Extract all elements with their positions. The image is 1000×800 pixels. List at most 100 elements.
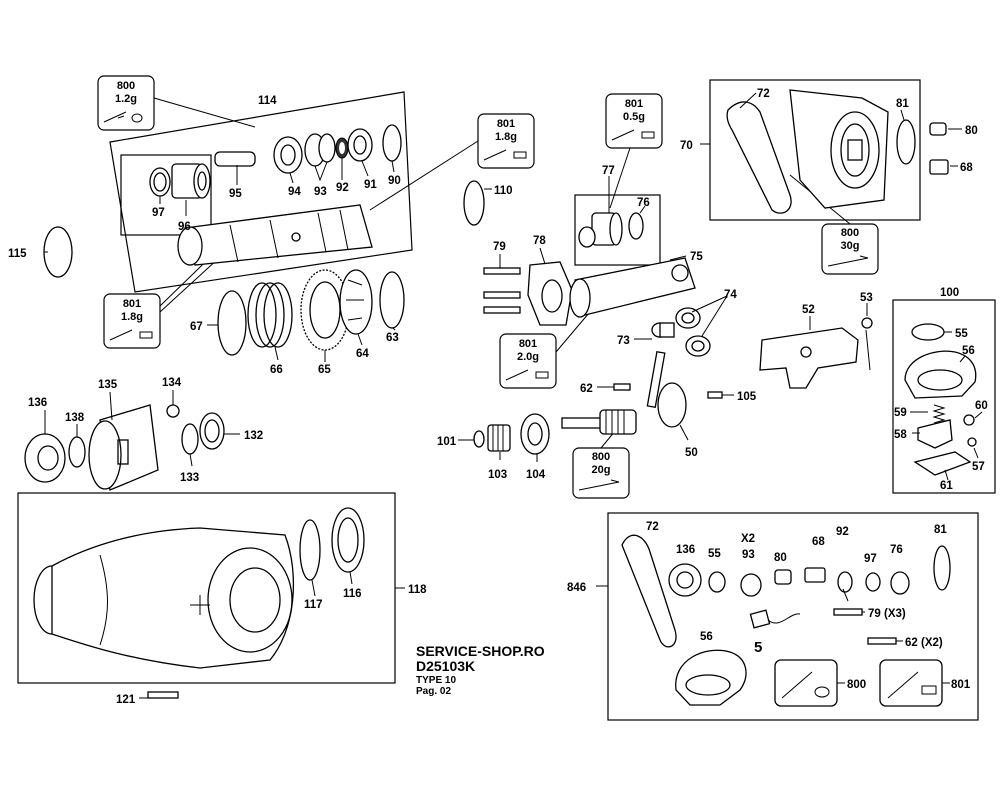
part-62-screw	[613, 383, 631, 391]
label-kit-80: 80	[774, 552, 787, 564]
part-133-spring-ring	[181, 423, 199, 455]
label-67: 67	[190, 321, 203, 333]
label-kit-800: 800	[847, 679, 866, 691]
label-138: 138	[65, 412, 85, 424]
lube-amount: 0.5g	[623, 111, 645, 123]
label-100: 100	[940, 287, 959, 299]
label-62-x2: 62 (X2)	[905, 637, 943, 649]
part-91-sleeve	[347, 128, 373, 162]
label-115: 115	[8, 248, 27, 260]
part-104-bearing	[520, 413, 550, 455]
kit-lube-801	[879, 659, 943, 707]
label-60: 60	[975, 400, 988, 412]
label-94: 94	[288, 186, 301, 198]
part-64-clutch	[339, 269, 373, 335]
lube-box-800-1-2g: 800 1.2g	[97, 75, 155, 131]
label-121: 121	[116, 694, 136, 706]
label-66: 66	[270, 364, 283, 376]
kit-part-79-screw	[833, 608, 863, 616]
label-64: 64	[356, 348, 369, 360]
kit-part-76-o-ring	[890, 571, 910, 595]
label-96: 96	[178, 221, 191, 233]
part-95-pin	[214, 151, 256, 167]
label-kit-801: 801	[951, 679, 971, 691]
label-72: 72	[757, 88, 770, 100]
part-56-selector-knob	[904, 350, 977, 399]
part-121-screw	[147, 691, 179, 699]
label-136: 136	[28, 397, 47, 409]
label-132: 132	[244, 430, 263, 442]
part-63-ring	[379, 271, 405, 329]
part-75-cylinder	[569, 257, 696, 318]
lube-amount: 1.8g	[495, 131, 517, 143]
leader-lube-800	[153, 97, 256, 128]
lube-box-800-20g: 800 20g	[572, 447, 630, 499]
label-56: 56	[962, 345, 975, 357]
lube-amount: 20g	[592, 464, 611, 476]
part-59-spring	[932, 404, 946, 424]
part-50-crankshaft	[561, 350, 687, 435]
label-53: 53	[860, 292, 873, 304]
page-label: Pag. 02	[416, 686, 451, 697]
part-72-seal	[726, 101, 792, 214]
label-134: 134	[162, 377, 182, 389]
label-114: 114	[258, 95, 277, 107]
part-138-ring	[68, 436, 86, 468]
part-74-washers	[675, 307, 711, 357]
lube-code: 801	[519, 338, 537, 350]
label-52: 52	[802, 304, 815, 316]
lube-amount: 1.8g	[121, 311, 143, 323]
label-95: 95	[229, 188, 242, 200]
leader-lube-801-0-5	[609, 147, 631, 209]
label-kit-136: 136	[676, 544, 695, 556]
label-kit-56: 56	[700, 631, 713, 643]
label-135: 135	[98, 379, 118, 391]
part-92-o-ring	[335, 137, 349, 159]
label-104: 104	[526, 469, 546, 481]
kit-part-5-brush	[749, 609, 801, 629]
label-kit-93: 93	[742, 549, 755, 561]
part-79-screws	[483, 267, 521, 314]
label-59: 59	[894, 407, 907, 419]
part-97-bearing	[149, 167, 171, 197]
label-62: 62	[580, 383, 593, 395]
model-number: D25103K	[416, 658, 475, 674]
label-70: 70	[680, 140, 693, 152]
label-117: 117	[304, 599, 323, 611]
part-90-ring	[382, 124, 402, 162]
part-93-ring-pair	[304, 133, 336, 167]
label-101: 101	[437, 436, 457, 448]
label-79-x3: 79 (X3)	[868, 608, 906, 620]
part-57-washer	[967, 437, 977, 447]
label-75: 75	[690, 251, 703, 263]
part-116-needle-bearing	[331, 507, 365, 573]
label-93: 93	[314, 186, 327, 198]
spindle-tube	[177, 204, 373, 266]
label-80: 80	[965, 125, 978, 137]
kit-part-68-block	[804, 567, 826, 583]
label-61: 61	[940, 480, 953, 492]
kit-part-56-knob	[675, 649, 747, 706]
part-76-o-ring	[628, 212, 644, 240]
part-118-gear-housing	[33, 527, 294, 669]
lube-code: 800	[117, 80, 135, 92]
label-78: 78	[533, 235, 546, 247]
lube-box-801-0-5g: 801 0.5g	[605, 93, 663, 149]
part-61-slider	[913, 451, 972, 476]
kit-part-81-ring	[933, 545, 951, 591]
lube-box-801-2-0g: 801 2.0g	[499, 333, 557, 389]
label-x2: X2	[741, 533, 755, 545]
label-63: 63	[386, 332, 399, 344]
part-136-dust-cap	[24, 433, 66, 483]
label-110: 110	[494, 185, 513, 197]
lube-box-800-30g: 800 30g	[821, 223, 879, 275]
lube-box-801-1-8g-a: 801 1.8g	[477, 113, 535, 169]
lube-code: 800	[841, 227, 859, 239]
lube-code: 801	[497, 118, 515, 130]
part-70-gearbox-housing	[789, 89, 889, 209]
label-kit-76: 76	[890, 544, 903, 556]
part-labels: 114 115 97 96 95 94 93 92 91 90 110 67 6…	[8, 88, 988, 706]
part-103-needle-bearing	[487, 424, 511, 452]
shop-name: SERVICE-SHOP.RO	[416, 643, 545, 659]
